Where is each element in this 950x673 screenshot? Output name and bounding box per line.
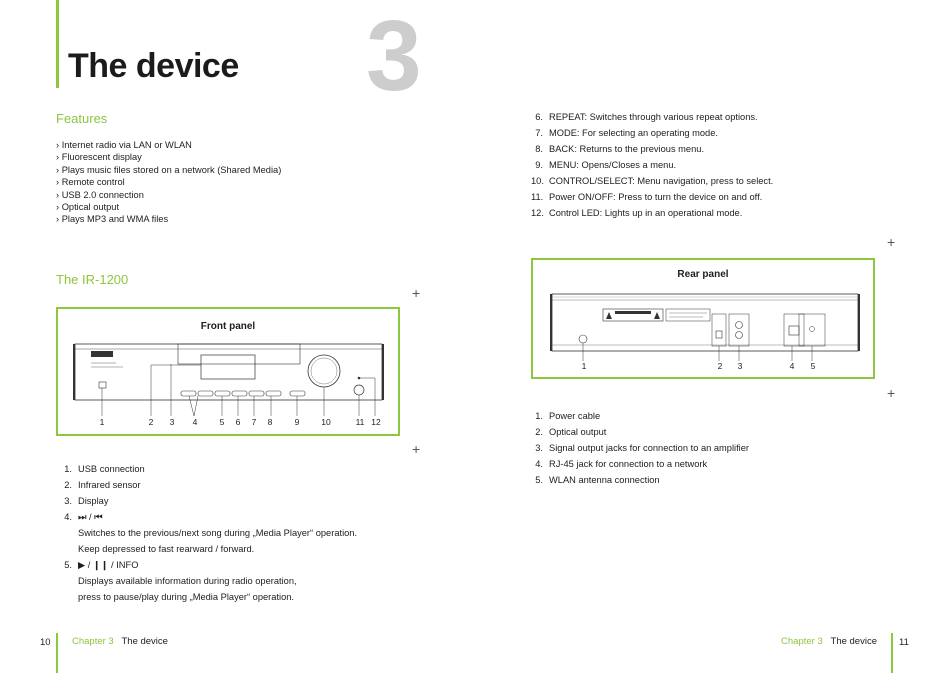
controls-list: 6.REPEAT: Switches through various repea… bbox=[531, 109, 891, 221]
rear-panel-list: 1.Power cable 2.Optical output 3.Signal … bbox=[531, 408, 891, 488]
list-item-detail: Displays available information during ra… bbox=[78, 576, 297, 586]
callout-number: 6 bbox=[235, 417, 241, 427]
list-item: 5.WLAN antenna connection bbox=[535, 475, 660, 485]
list-item: 7.MODE: For selecting an operating mode. bbox=[535, 128, 718, 138]
chapter-number: 3 bbox=[366, 0, 422, 112]
list-item: 4.RJ-45 jack for connection to a network bbox=[535, 459, 708, 469]
features-heading: Features bbox=[56, 111, 108, 126]
front-panel-callouts: 1 2 3 4 5 6 7 8 9 10 11 12 bbox=[58, 417, 398, 429]
list-item: Internet radio via LAN or WLAN bbox=[56, 139, 281, 151]
callout-number: 4 bbox=[192, 417, 198, 427]
front-panel-figure: Front panel bbox=[56, 307, 400, 436]
callout-number: 4 bbox=[789, 361, 795, 371]
list-item: Optical output bbox=[56, 201, 281, 213]
page-title: The device bbox=[68, 47, 239, 85]
footer-chapter-right: Chapter 3 The device bbox=[781, 636, 877, 647]
list-item-detail: Keep depressed to fast rearward / forwar… bbox=[78, 544, 255, 554]
front-panel-list: 1.USB connection 2.Infrared sensor 3.Dis… bbox=[56, 461, 396, 605]
callout-number: 2 bbox=[717, 361, 723, 371]
list-item: 5.▶ / ❙❙ / INFO bbox=[64, 559, 139, 571]
list-item: Remote control bbox=[56, 176, 281, 188]
list-item: 10.CONTROL/SELECT: Menu navigation, pres… bbox=[531, 176, 774, 186]
rear-panel-callouts: 1 2 3 4 5 bbox=[533, 361, 873, 373]
callout-number: 5 bbox=[810, 361, 816, 371]
callout-number: 2 bbox=[148, 417, 154, 427]
list-item: USB 2.0 connection bbox=[56, 189, 281, 201]
list-item: Plays MP3 and WMA files bbox=[56, 213, 281, 225]
rear-panel-figure: Rear panel bbox=[531, 258, 875, 379]
list-item: Fluorescent display bbox=[56, 151, 281, 163]
callout-number: 7 bbox=[251, 417, 257, 427]
list-item: 11.Power ON/OFF: Press to turn the devic… bbox=[531, 192, 763, 202]
list-item: 1.USB connection bbox=[64, 464, 145, 474]
list-item: 12.Control LED: Lights up in an operatio… bbox=[531, 208, 743, 218]
list-item-detail: Switches to the previous/next song durin… bbox=[78, 528, 358, 538]
rear-panel-drawing bbox=[550, 293, 860, 361]
callout-number: 3 bbox=[169, 417, 175, 427]
features-list: Internet radio via LAN or WLAN Fluoresce… bbox=[56, 139, 282, 226]
callout-number: 1 bbox=[581, 361, 587, 371]
callout-number: 11 bbox=[355, 417, 365, 427]
list-item: Plays music files stored on a network (S… bbox=[56, 164, 282, 176]
model-heading: The IR-1200 bbox=[56, 272, 129, 287]
crop-mark: + bbox=[887, 385, 896, 401]
list-item: 9.MENU: Opens/Closes a menu. bbox=[535, 160, 677, 170]
list-item: 3.Display bbox=[64, 496, 109, 506]
list-item: 2.Optical output bbox=[535, 427, 607, 437]
callout-number: 9 bbox=[294, 417, 300, 427]
crop-mark: + bbox=[412, 285, 421, 301]
page-number-left: 10 bbox=[40, 637, 51, 648]
header-accent-bar bbox=[56, 0, 59, 88]
list-item: 1.Power cable bbox=[535, 411, 601, 421]
callout-number: 3 bbox=[737, 361, 743, 371]
callout-number: 5 bbox=[219, 417, 225, 427]
crop-mark: + bbox=[887, 234, 896, 250]
callout-number: 1 bbox=[99, 417, 105, 427]
callout-number: 10 bbox=[321, 417, 331, 427]
list-item: 4.⏭ / ⏮ bbox=[64, 511, 103, 523]
list-item: 2.Infrared sensor bbox=[64, 480, 141, 490]
list-item: 8.BACK: Returns to the previous menu. bbox=[535, 144, 705, 154]
list-item-detail: press to pause/play during „Media Player… bbox=[78, 592, 295, 602]
front-panel-drawing bbox=[73, 343, 384, 417]
footer-accent-bar bbox=[56, 633, 58, 673]
list-item: 3.Signal output jacks for connection to … bbox=[535, 443, 749, 453]
crop-mark: + bbox=[412, 441, 421, 457]
list-item: 6.REPEAT: Switches through various repea… bbox=[535, 112, 758, 122]
rear-panel-title: Rear panel bbox=[677, 269, 729, 280]
page-number-right: 11 bbox=[899, 637, 909, 648]
callout-number: 8 bbox=[267, 417, 273, 427]
front-panel-title: Front panel bbox=[200, 321, 256, 332]
callout-number: 12 bbox=[371, 417, 381, 427]
footer-chapter-left: Chapter 3 The device bbox=[72, 636, 168, 647]
footer-accent-bar bbox=[891, 633, 893, 673]
